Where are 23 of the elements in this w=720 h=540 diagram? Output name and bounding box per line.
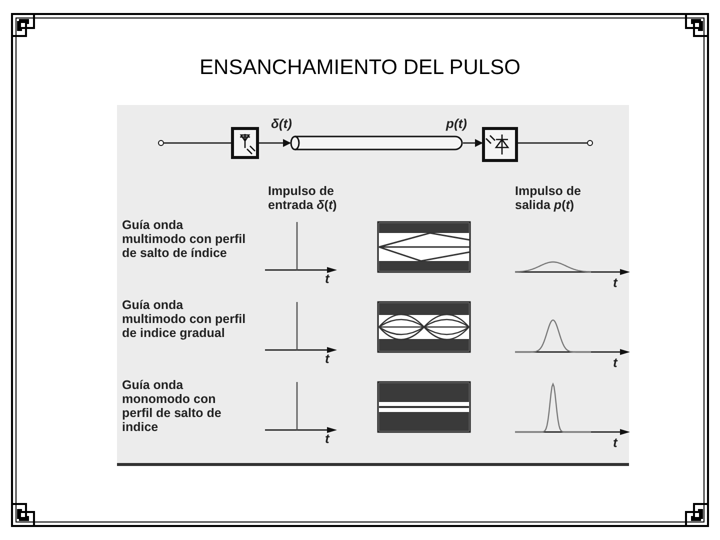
axis-label: t: [613, 436, 618, 450]
row-label: Guía onda multimodo con perfil de indice gradual: [122, 298, 247, 340]
axis-label: t: [613, 276, 618, 290]
device-box: [231, 127, 259, 159]
axis-label: t: [325, 352, 330, 366]
axis-label: t: [325, 272, 330, 286]
signal-heading: Impulso de salida p(t): [515, 184, 582, 212]
row-label: Guía onda multimodo con perfil de salto de índice: [122, 218, 247, 260]
signal-heading: Impulso de entrada δ(t): [268, 184, 338, 212]
row-label: Guía onda monomodo con perfil de salto de indice: [122, 378, 222, 434]
edge-label: δ(t): [270, 116, 293, 131]
terminal-circle: [158, 140, 164, 146]
connector: [518, 142, 587, 144]
optical-fiber: [290, 135, 463, 151]
axis-label: t: [613, 356, 618, 370]
title: ENSANCHAMIENTO DEL PULSO: [198, 56, 522, 80]
terminal-circle: [587, 140, 593, 146]
device-box: [482, 127, 518, 162]
connector: [259, 139, 291, 147]
edge-label: p(t): [445, 116, 468, 131]
connector: [164, 142, 231, 144]
axis-label: t: [325, 432, 330, 446]
connector: [463, 139, 483, 147]
